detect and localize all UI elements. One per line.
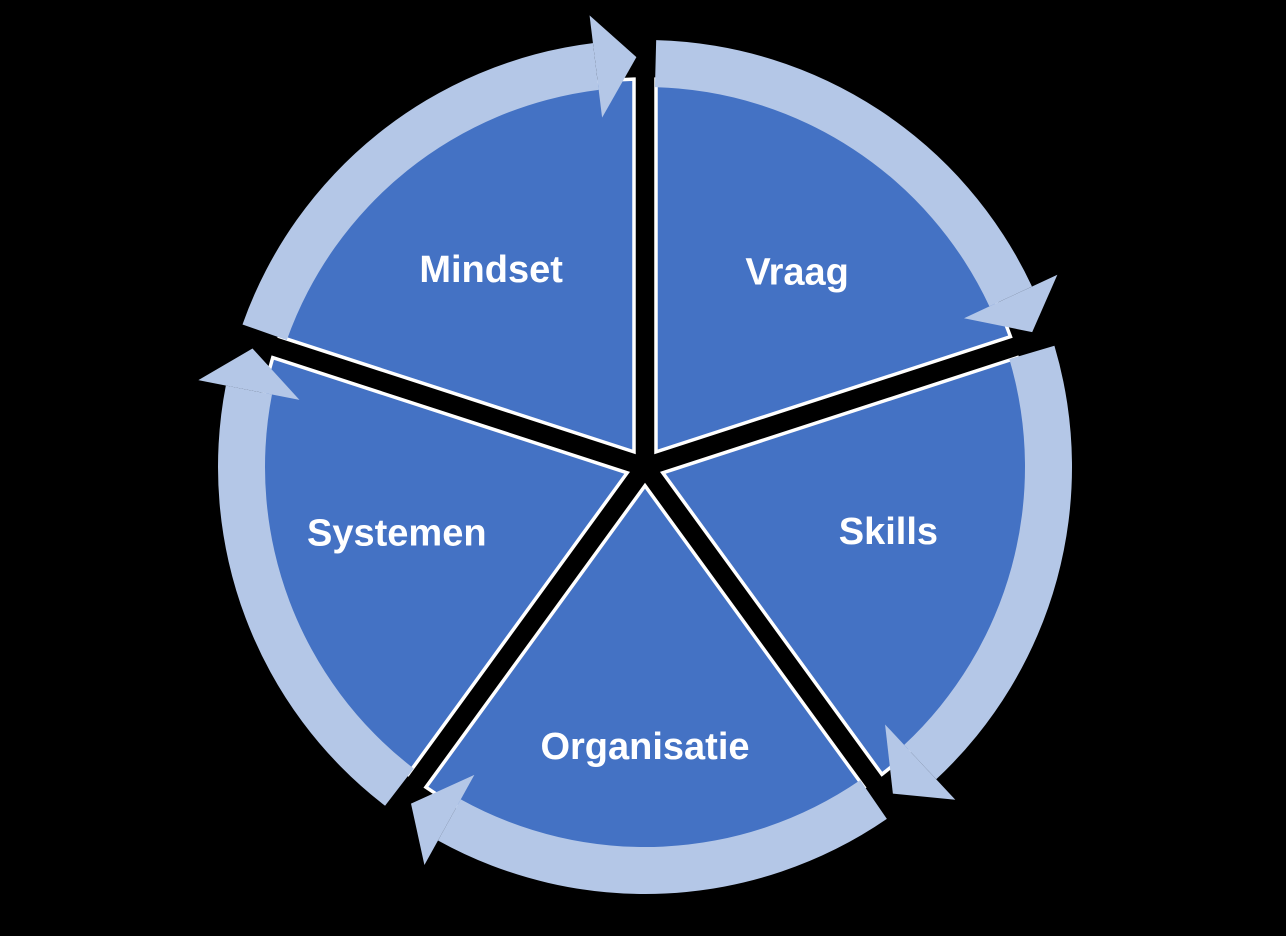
cycle-arrowhead-icon-organisatie	[411, 774, 475, 865]
cycle-arrow-band-skills	[904, 345, 1073, 780]
segment-label-organisatie: Organisatie	[540, 726, 749, 768]
segment-label-mindset: Mindset	[419, 249, 563, 291]
segment-label-systemen: Systemen	[307, 513, 487, 555]
cycle-arrow-band-mindset	[242, 43, 599, 341]
cycle-arrowhead-icon-systemen	[198, 348, 300, 400]
cycle-arrowhead-icon-vraag	[964, 274, 1058, 333]
cycle-arrow-band-vraag	[654, 40, 1032, 307]
cycle-arrowhead-icon-skills	[885, 724, 956, 800]
segment-label-vraag: Vraag	[745, 251, 849, 293]
segment-label-skills: Skills	[839, 511, 938, 553]
cycle-arrowhead-icon-mindset	[589, 15, 637, 118]
cycle-arrows-layer	[198, 15, 1073, 894]
cycle-arrow-band-systemen	[218, 385, 414, 806]
cycle-arrow-band-organisatie	[437, 780, 887, 894]
